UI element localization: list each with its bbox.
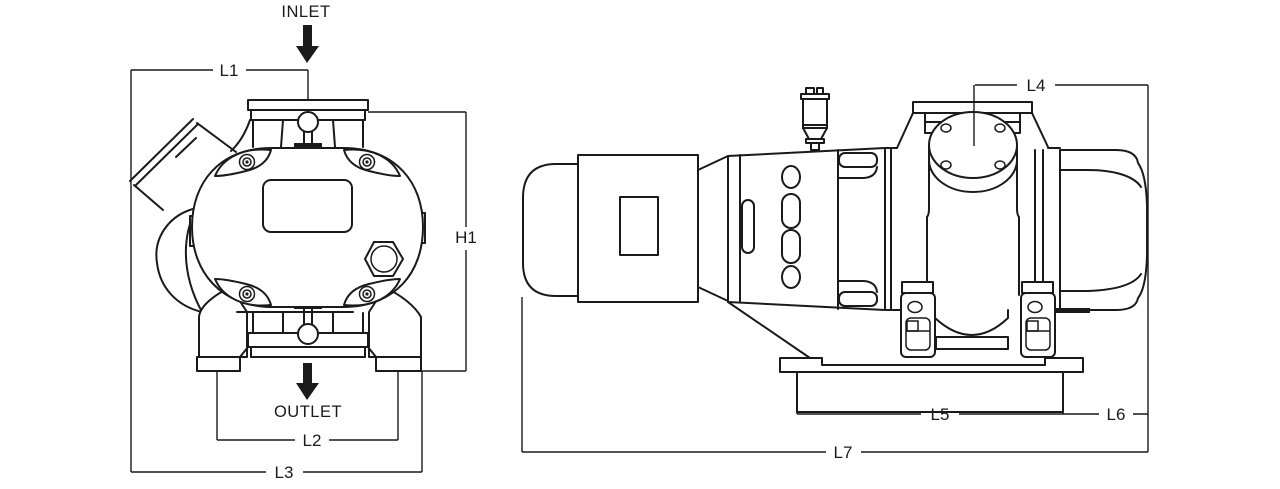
inlet-marker: INLET [281,3,330,63]
inlet-port [297,111,319,133]
screw-bl [238,285,256,303]
bolt-hole [994,160,1006,170]
port-column [926,159,1020,296]
right-foot-pad [375,356,422,372]
inspection-slot [741,199,755,254]
foot-mounts [900,281,1056,358]
dim-line-l4 [973,84,1148,146]
base-plate [779,357,1084,413]
dim-line-h1 [368,111,467,372]
right-foot-mount [1020,281,1056,358]
inlet-label: INLET [281,3,330,21]
corner-plate-tr [343,148,401,177]
support-gusset [727,301,811,359]
bolt-hole [994,123,1006,133]
outlet-marker: OUTLET [274,363,342,421]
side-port-flange [129,118,251,211]
left-foot-mount [900,281,936,358]
corner-plate-br [343,278,401,307]
dim-label-l4: L4 [1027,76,1046,95]
dim-label-l1: L1 [220,61,239,80]
base-block [796,371,1064,413]
dim-label-l6: L6 [1107,405,1126,424]
dim-label-l5: L5 [931,405,950,424]
corner-plates [214,148,401,307]
pump-casing [885,101,1061,350]
motor-end-cap [522,163,579,297]
screw-tr [358,153,376,171]
motor [522,154,729,303]
outlet-flange [236,305,377,358]
outlet-port [297,323,319,345]
oil-cup [800,87,830,151]
hex-plug [364,241,404,277]
dim-line-l1 [130,69,309,472]
screw-br [358,285,376,303]
bottom-flange [935,336,1009,350]
motor-junction-box [619,196,659,256]
left-foot-pad [196,356,241,372]
mounting-legs [196,286,422,372]
screw-tl [238,153,256,171]
front-view: INLET [129,3,477,482]
outlet-arrowhead-icon [296,383,319,400]
dimension-lines-front [130,69,467,473]
dimension-lines-side [521,84,1149,453]
bolt-hole [940,123,952,133]
dim-line-l5 [796,412,1064,415]
vent-slots [781,165,801,289]
dim-line-l3 [131,371,423,473]
dim-line-l2 [216,371,399,441]
dim-label-l2: L2 [303,431,322,450]
dim-label-l3: L3 [275,463,294,482]
outlet-label: OUTLET [274,403,342,421]
outlet-arrow-icon [303,363,312,384]
inlet-flange-side [928,111,1018,193]
inlet-flange [247,99,369,148]
dim-line-l7 [521,85,1149,453]
dim-label-h1: H1 [455,228,477,247]
coupling-housing [727,147,886,311]
side-view: L4 L5 L6 L7 [521,76,1149,462]
bolt-hole [940,160,952,170]
nameplate [262,179,353,233]
dim-label-l7: L7 [834,443,853,462]
end-cover [1056,149,1148,313]
inlet-arrow-icon [303,25,312,47]
inlet-arrowhead-icon [296,46,319,63]
